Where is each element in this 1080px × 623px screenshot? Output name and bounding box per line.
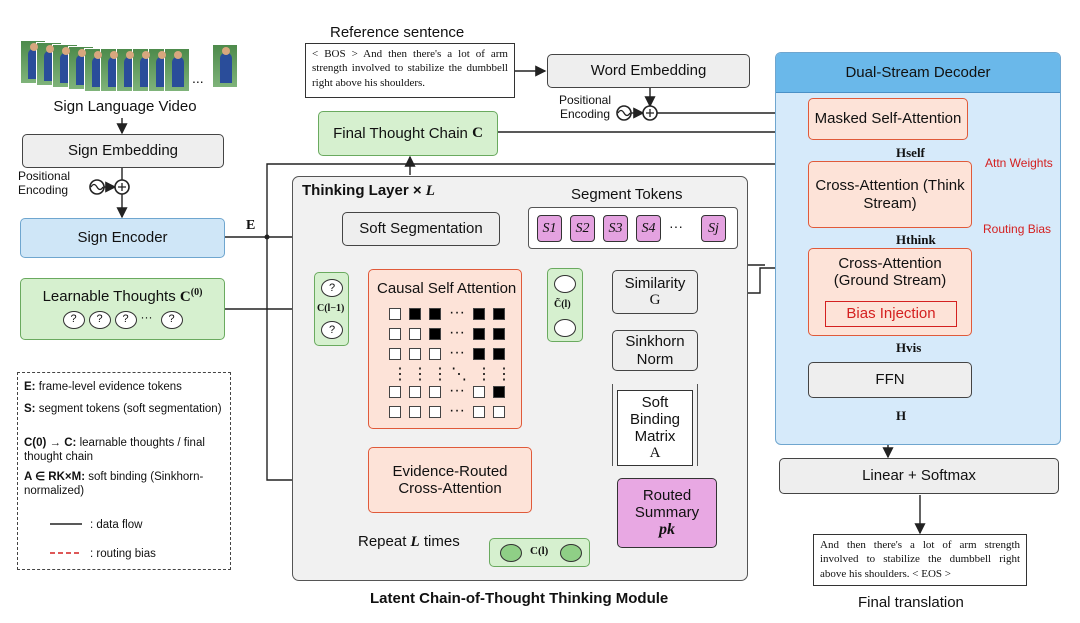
h-think-label: Hthink [896,232,936,247]
linear-softmax-label: Linear + Softmax [862,467,976,485]
c-prev-box: ? C(l−1) ? [314,272,349,346]
routed-summary-label: Routed Summary [634,486,700,521]
final-translation-text: And then there's a lot of arm strength i… [820,539,1020,580]
h-vis-label: Hvis [896,340,922,355]
thought-bubble-icon [554,319,576,337]
similarity-symbol: G [649,292,661,308]
legend-box: E: frame-level evidence tokens S: segmen… [17,372,231,570]
thought-bubble-icon [554,275,576,293]
c-tilde-box: C̃(l) [547,268,583,342]
e-label: E [246,218,256,233]
similarity-box: Similarity G [612,270,698,314]
thought-bubble-icon: ? [321,321,343,339]
attention-mask-grid: ··· ··· ··· ⋮⋮⋮⋱⋮⋮ ··· ··· [389,304,512,420]
positional-encoding-right: Positional Encoding [558,93,612,121]
final-translation-label: Final translation [858,594,964,611]
thought-bubble-icon [500,544,522,562]
segment-token-s1: S1 [537,215,562,242]
sign-encoder-label: Sign Encoder [77,229,168,247]
evidence-routed-box: Evidence-Routed Cross-Attention [368,447,532,513]
linear-softmax-box: Linear + Softmax [779,458,1059,494]
c-l-label: C(l) [530,545,549,557]
routed-summary-box: Routed Summary pk [617,478,717,548]
causal-self-attention-box: Causal Self Attention ··· ··· ··· ⋮⋮⋮⋱⋮⋮… [368,269,522,429]
masked-self-attention-box: Masked Self-Attention [808,98,968,140]
segment-token-s2: S2 [570,215,595,242]
c-tilde-label: C̃(l) [554,299,571,310]
c-prev-label: C(l−1) [317,303,345,314]
video-label: Sign Language Video [53,98,197,115]
attn-weights-label: Attn Weights [985,156,1053,170]
final-thought-chain-label: Final Thought Chain [333,124,468,142]
word-embedding-box: Word Embedding [547,54,750,88]
legend-item-bias: : routing bias [90,548,156,560]
similarity-label: Similarity [624,274,686,292]
soft-segmentation-box: Soft Segmentation [342,212,500,246]
soft-binding-symbol: A [649,445,661,462]
legend-item-c: C(0) → C: learnable thoughts / final tho… [24,437,205,463]
repeat-label: Repeat L times [358,533,460,550]
bias-injection-box: Bias Injection [825,301,957,327]
sign-embedding-box: Sign Embedding [22,134,224,168]
arrow-ftc-think [498,131,812,186]
sinkhorn-box: Sinkhorn Norm [612,330,698,371]
learnable-thoughts-symbol: C [179,289,191,306]
thought-bubbles: ? ? ? ··· ? [53,309,193,331]
video-strip: ... [20,40,245,92]
final-thought-chain-symbol: C [472,124,483,141]
thought-bubble-icon: ? [62,310,85,329]
legend-item-a: A ∈ RK×M: soft binding (Sinkhorn-normali… [24,471,204,497]
positional-encoding-left: Positional Encoding [18,169,71,197]
segment-token-s4: S4 [636,215,661,242]
learnable-thoughts-label: Learnable Thoughts [42,288,176,306]
evidence-routed-label: Evidence-Routed Cross-Attention [392,462,508,497]
h-self-label: Hself [896,145,925,160]
cross-think-box: Cross-Attention (Think Stream) [808,161,972,228]
sign-embedding-label: Sign Embedding [67,142,179,160]
learnable-thoughts-box: Learnable Thoughts C(0) ? ? ? ··· ? [20,278,225,340]
cross-ground-box: Cross-Attention (Ground Stream) Bias Inj… [808,248,972,336]
segment-token-sj: Sj [701,215,726,242]
decoder-title-bar: Dual-Stream Decoder [776,53,1060,93]
thought-bubble-icon: ? [88,310,111,329]
reference-sentence-box: < BOS > And then there's a lot of arm st… [305,43,515,98]
cross-ground-label: Cross-Attention (Ground Stream) [833,255,947,289]
routing-bias-label: Routing Bias [983,222,1052,236]
causal-self-attention-label: Causal Self Attention [377,280,517,297]
routed-summary-symbol: pk [659,521,675,539]
binding-bracket [612,384,698,466]
word-embedding-label: Word Embedding [590,62,707,80]
legend-item-flow: : data flow [90,519,143,531]
ffn-label: FFN [875,371,905,389]
learnable-thoughts-sup: (0) [190,287,203,299]
thinking-layer-title: Thinking Layer × L [302,182,435,199]
reference-label: Reference sentence [330,24,465,41]
video-ellipsis: ... [192,70,204,86]
segment-tokens-label: Segment Tokens [571,186,683,203]
c-l-box: C(l) [489,538,590,567]
ffn-box: FFN [808,362,972,398]
soft-segmentation-label: Soft Segmentation [359,220,483,238]
h-label: H [896,408,907,423]
sign-encoder-box: Sign Encoder [20,218,225,258]
legend-item-e: E: frame-level evidence tokens [24,381,182,393]
bias-injection-label: Bias Injection [846,305,936,323]
module-caption: Latent Chain-of-Thought Thinking Module [370,590,669,607]
thought-bubble-icon: ? [321,279,343,297]
cross-think-label: Cross-Attention (Think Stream) [815,177,965,212]
decoder-title: Dual-Stream Decoder [845,63,991,81]
sinkhorn-label: Sinkhorn Norm [625,333,685,368]
legend-item-s: S: segment tokens (soft segmentation) [24,403,222,415]
thought-bubble-icon: ? [160,310,183,329]
soft-binding-box: Soft Binding Matrix A [617,390,693,466]
thought-bubble-icon [560,544,582,562]
soft-binding-label: Soft Binding Matrix [629,393,681,446]
segment-token-s3: S3 [603,215,628,242]
segment-tokens-container: S1 S2 S3 S4 ··· Sj [528,207,738,249]
masked-self-attention-label: Masked Self-Attention [814,110,962,128]
thought-bubble-icon: ? [114,310,137,329]
reference-text: < BOS > And then there's a lot of arm st… [312,48,508,89]
final-translation-box: And then there's a lot of arm strength i… [813,534,1027,586]
final-thought-chain-box: Final Thought Chain C [318,111,498,156]
